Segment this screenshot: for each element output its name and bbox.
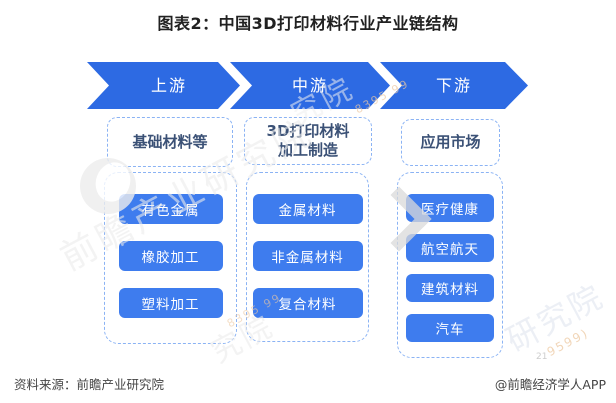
page-title: 图表2：中国3D打印材料行业产业链结构 (157, 14, 459, 33)
upstream-items-container: 有色金属 橡胶加工 塑料加工 (104, 172, 237, 344)
watermark-fragment-bottom-right: 研究院 (500, 276, 611, 360)
arrow-segment-upstream (87, 62, 240, 109)
item-metal-materials: 金属材料 (252, 194, 363, 224)
source-note: 资料来源：前瞻产业研究院 (14, 377, 165, 392)
item-aerospace: 航空航天 (406, 234, 494, 262)
midstream-header-label: 3D打印材料加工制造 (266, 122, 350, 159)
midstream-header-box: 3D打印材料加工制造 (244, 117, 372, 165)
flow-arrow-ribbon (87, 62, 528, 109)
midstream-items-container: 金属材料 非金属材料 复合材料 (246, 172, 369, 342)
stage-label-upstream: 上游 (150, 76, 187, 95)
upstream-header-box: 基础材料等 (107, 117, 233, 167)
item-composite-materials: 复合材料 (252, 288, 363, 318)
watermark-page-number: 21 (536, 352, 548, 362)
arrow-segment-downstream (380, 62, 528, 109)
item-plastic-processing: 塑料加工 (118, 288, 223, 318)
stage-label-downstream: 下游 (435, 76, 472, 95)
watermark-digits-bottom-right: 9599) (544, 325, 592, 360)
item-medical-health: 医疗健康 (406, 194, 494, 222)
credit-note: @前瞻经济学人APP (494, 377, 606, 392)
item-nonferrous-metal: 有色金属 (118, 194, 223, 224)
arrow-segment-midstream (230, 62, 390, 109)
item-building-materials: 建筑材料 (406, 274, 494, 302)
stage-label-midstream: 中游 (291, 76, 328, 95)
item-nonmetal-materials: 非金属材料 (252, 241, 363, 271)
downstream-header-box: 应用市场 (401, 119, 500, 166)
item-rubber-processing: 橡胶加工 (118, 241, 223, 271)
item-automotive: 汽车 (406, 314, 494, 342)
upstream-header-label: 基础材料等 (132, 132, 208, 151)
downstream-items-container: 医疗健康 航空航天 建筑材料 汽车 (397, 172, 503, 358)
downstream-header-label: 应用市场 (420, 133, 481, 151)
